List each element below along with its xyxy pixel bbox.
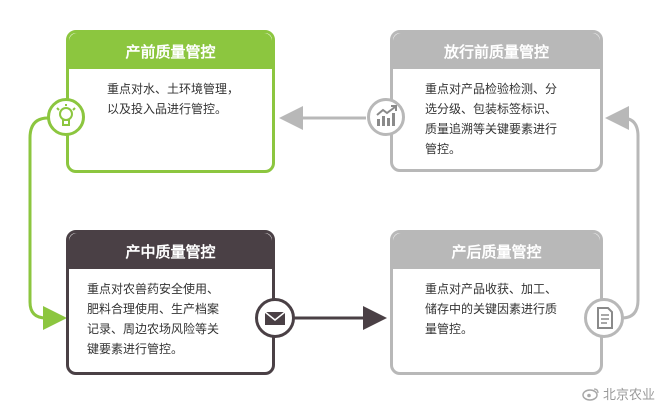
stage-text-line: 量管控。 <box>425 322 474 336</box>
watermark: 北京农业 <box>582 384 655 403</box>
stage-text-line: 管控。 <box>425 142 462 156</box>
stage-card-post: 产后质量管控 重点对产品收获、加工、 储存中的关键因素进行质 量管控。 <box>390 230 603 375</box>
arrow-pre-to-mid <box>28 116 67 330</box>
lightbulb-icon <box>47 98 85 136</box>
stage-title-release: 放行前质量管控 <box>393 33 600 69</box>
stage-card-mid: 产中质量管控 重点对农兽药安全使用、 肥料合理使用、生产档案 记录、周边农场风险… <box>66 230 275 375</box>
chart-growth-icon <box>367 98 405 136</box>
weibo-logo-icon <box>582 387 599 401</box>
stage-text-line: 键要素进行管控。 <box>87 342 184 356</box>
stage-text-line: 重点对水、土环境管理， <box>107 82 240 96</box>
envelope-icon <box>255 298 295 338</box>
arrow-post-to-release <box>605 106 640 320</box>
stage-text-line: 选分级、包装标签标识、 <box>425 102 558 116</box>
stage-text-line: 记录、周边农场风险等关 <box>87 322 220 336</box>
stage-text-line: 重点对产品收获、加工、 <box>425 282 558 296</box>
stage-text-line: 重点对产品检验检测、分 <box>425 82 558 96</box>
document-icon <box>584 298 624 338</box>
stage-card-release: 放行前质量管控 重点对产品检验检测、分 选分级、包装标签标识、 质量追溯等关键要… <box>390 30 603 172</box>
stage-card-pre: 产前质量管控 重点对水、土环境管理， 以及投入品进行管控。 <box>66 30 275 173</box>
stage-text-line: 质量追溯等关键要素进行 <box>425 122 558 136</box>
watermark-text: 北京农业 <box>602 388 655 403</box>
stage-title-pre: 产前质量管控 <box>69 33 272 69</box>
stage-text-line: 肥料合理使用、生产档案 <box>87 302 220 316</box>
stage-title-mid: 产中质量管控 <box>69 233 272 269</box>
stage-title-post: 产后质量管控 <box>393 233 600 269</box>
stage-text-line: 以及投入品进行管控。 <box>107 102 228 116</box>
stage-text-line: 重点对农兽药安全使用、 <box>87 282 220 296</box>
stage-text-line: 储存中的关键因素进行质 <box>425 302 558 316</box>
